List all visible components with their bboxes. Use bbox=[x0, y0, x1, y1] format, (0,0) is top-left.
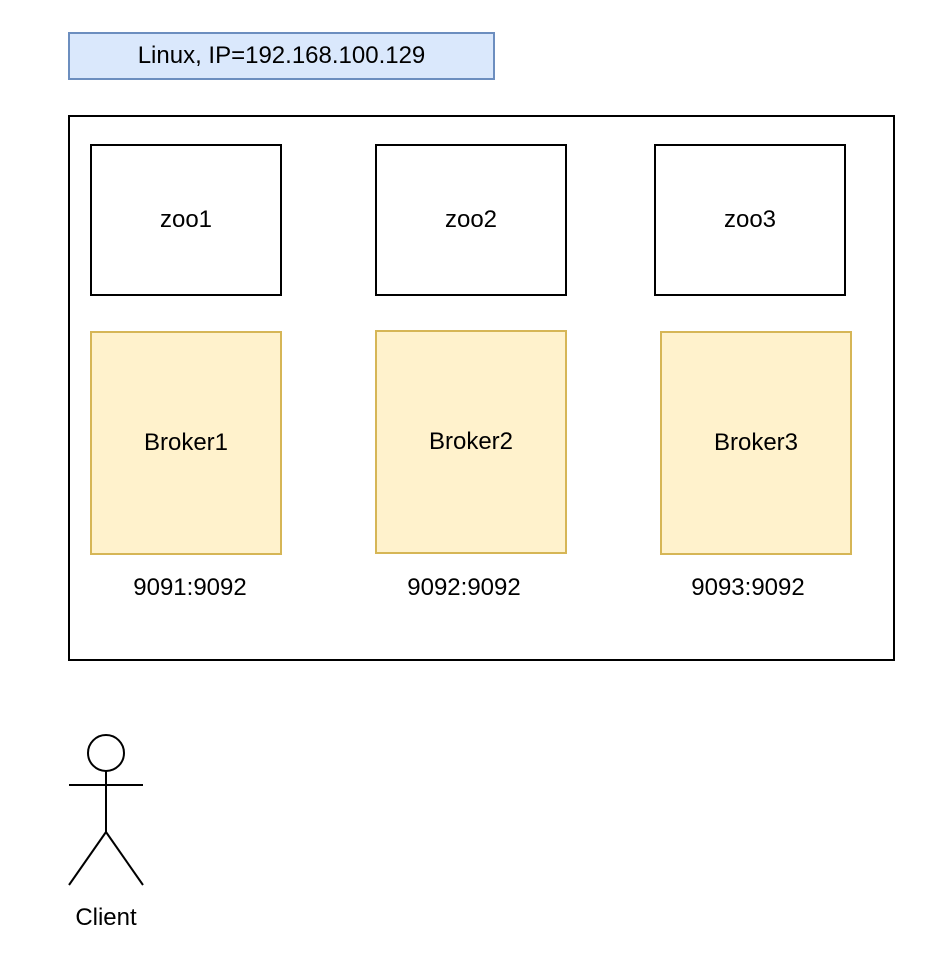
zookeeper-node-2: zoo2 bbox=[375, 144, 567, 296]
broker-node-3: Broker3 bbox=[660, 331, 852, 555]
broker-label: Broker3 bbox=[713, 429, 799, 456]
zookeeper-label: zoo2 bbox=[444, 206, 498, 233]
broker-node-1: Broker1 bbox=[90, 331, 282, 555]
client-label: Client bbox=[75, 904, 137, 931]
broker-label: Broker1 bbox=[143, 429, 229, 456]
host-label-text: Linux, IP=192.168.100.129 bbox=[137, 42, 426, 69]
broker-label: Broker2 bbox=[428, 428, 514, 455]
broker-port-3: 9093:9092 bbox=[691, 574, 805, 601]
zookeeper-label: zoo1 bbox=[159, 206, 213, 233]
broker-node-2: Broker2 bbox=[375, 330, 567, 554]
zookeeper-node-1: zoo1 bbox=[90, 144, 282, 296]
broker-port-1: 9091:9092 bbox=[133, 574, 247, 601]
zookeeper-node-3: zoo3 bbox=[654, 144, 846, 296]
host-container bbox=[68, 115, 895, 661]
host-label: Linux, IP=192.168.100.129 bbox=[68, 32, 495, 80]
actor-icon bbox=[68, 734, 144, 886]
broker-port-2: 9092:9092 bbox=[407, 574, 521, 601]
zookeeper-label: zoo3 bbox=[723, 206, 777, 233]
